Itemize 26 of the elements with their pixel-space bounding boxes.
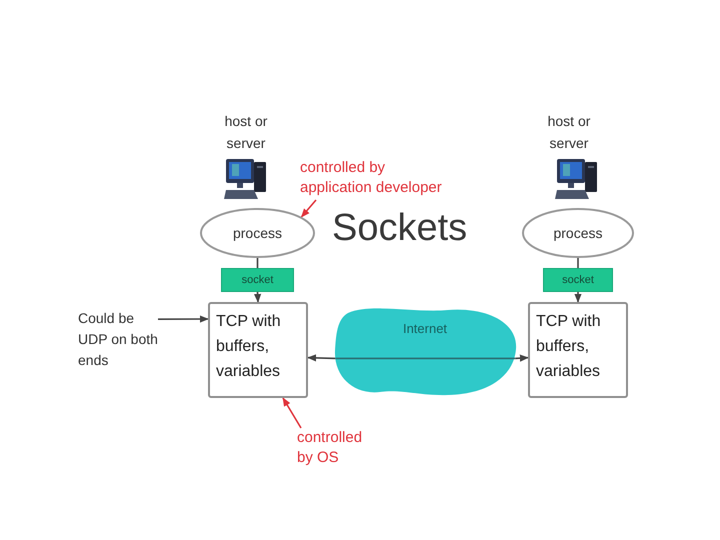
leader-line	[300, 199, 317, 218]
caption-text: host or server	[546, 112, 592, 153]
caption-text: host or server	[224, 112, 268, 153]
tcp-box	[528, 302, 628, 398]
tcp-label: TCP with buffers, variables	[536, 312, 602, 382]
tcp-label: TCP with buffers, variables	[216, 312, 282, 382]
tcp-box	[208, 302, 308, 398]
socket-label: socket	[562, 274, 594, 286]
cloud-label: Internet	[402, 321, 448, 336]
process-ellipse	[200, 208, 315, 258]
socket-box	[543, 268, 613, 292]
process-ellipse	[522, 208, 634, 258]
title: Sockets	[332, 206, 468, 250]
connector-arrow	[574, 292, 582, 303]
connector-arrow	[307, 354, 336, 362]
leader-line	[282, 397, 302, 428]
note-text: controlled by OS	[297, 428, 377, 472]
note-text: Could be UDP on both ends	[78, 308, 158, 374]
socket-label: socket	[242, 274, 274, 286]
connector-arrow	[254, 292, 262, 303]
connector-arrow	[515, 354, 529, 362]
process-label: process	[553, 225, 603, 241]
process-label: process	[232, 225, 282, 241]
note-text: controlled by application developer	[300, 158, 460, 200]
socket-box	[221, 268, 294, 292]
leader-line	[158, 315, 209, 323]
